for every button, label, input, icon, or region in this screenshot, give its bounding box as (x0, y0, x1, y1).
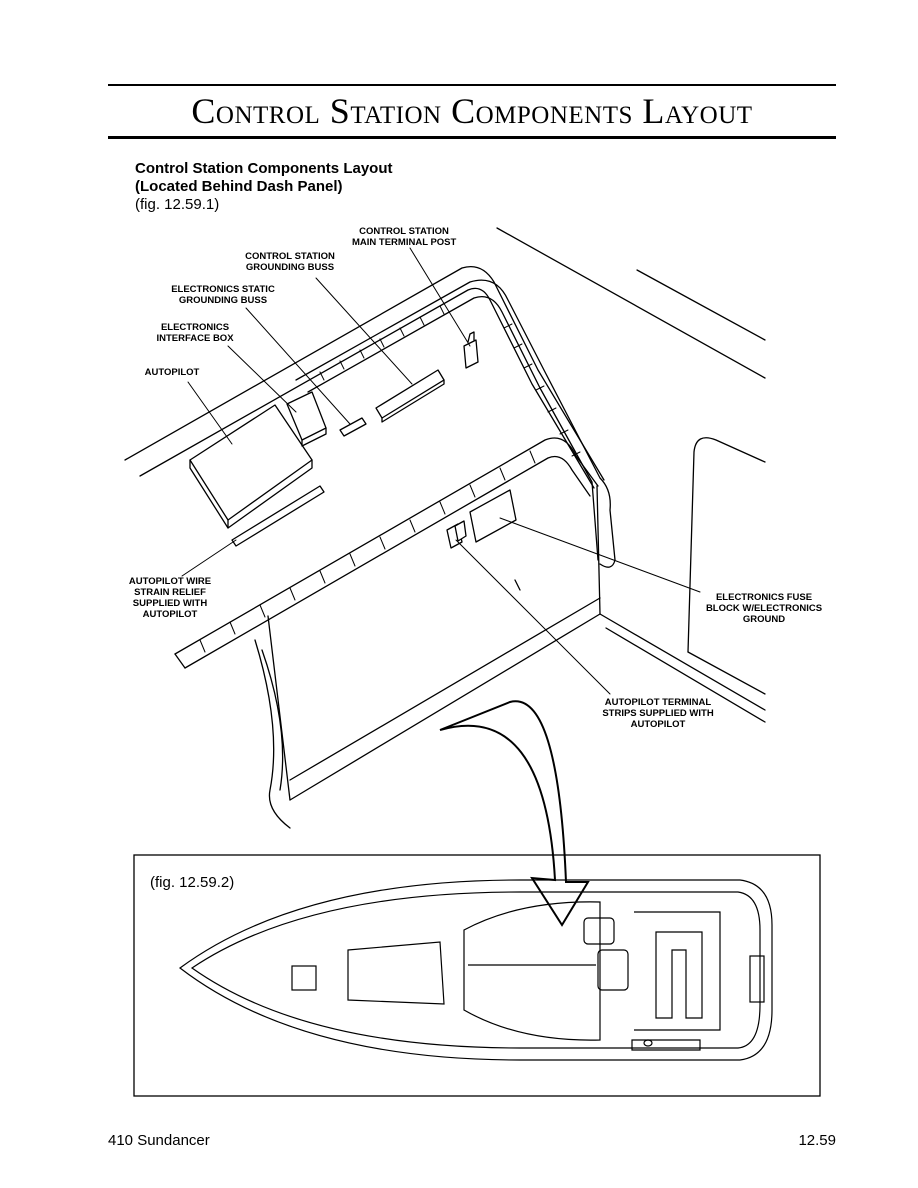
forward-hatch (347, 941, 445, 1005)
hull-line-1 (496, 227, 766, 379)
page-title: Control Station Components Layout (191, 91, 753, 131)
anchor-hatch (291, 965, 317, 991)
grounding-buss (375, 369, 445, 419)
panel-right-edge (596, 485, 601, 615)
label-line: STRAIN RELIEF (134, 587, 206, 598)
upper-rail-rivets (319, 305, 581, 457)
label-line: CONTROL STATION (245, 251, 335, 262)
label-line: ELECTRONICS FUSE (715, 592, 813, 603)
helm-left-contour (254, 639, 291, 829)
panel-left-edge (267, 615, 291, 801)
terminal-strip-2 (454, 520, 467, 542)
lower-rail-end (174, 653, 186, 669)
companion-seat (597, 949, 629, 991)
autopilot-unit-front (189, 459, 229, 529)
inset-fig-number: (fig. 12.59.2) (150, 874, 235, 891)
caption-line-1: Control Station Components Layout (135, 160, 393, 177)
caption-line-2: (Located Behind Dash Panel) (135, 178, 343, 195)
label-interface-box: ELECTRONICS INTERFACE BOX (150, 322, 240, 344)
dash-trim-rail-inner (307, 295, 599, 561)
helm-seat (583, 917, 615, 945)
label-line: INTERFACE BOX (156, 333, 234, 344)
boat-top-view (178, 879, 773, 1061)
label-line: AUTOPILOT (630, 719, 686, 730)
label-line: SUPPLIED WITH (132, 598, 208, 609)
transom-walkway (631, 1039, 701, 1051)
label-line: AUTOPILOT (144, 367, 200, 378)
fuse-block (469, 489, 517, 543)
footer-page-number: 12.59 (798, 1132, 836, 1149)
helm-left-contour-2 (261, 649, 284, 791)
main-terminal-post (463, 339, 479, 369)
label-line: GROUND (742, 614, 786, 625)
header-top-rule (108, 84, 836, 86)
label-line: STRIPS SUPPLIED WITH (602, 708, 714, 719)
label-line: AUTOPILOT TERMINAL (604, 697, 712, 708)
label-strain-relief: AUTOPILOT WIRE STRAIN RELIEF SUPPLIED WI… (124, 576, 216, 620)
label-line: AUTOPILOT (142, 609, 198, 620)
label-line: BLOCK W/ELECTRONICS (705, 603, 823, 614)
panel-detail (514, 579, 521, 591)
dash-trim-rail (295, 279, 616, 568)
hull-outline (178, 879, 773, 1061)
label-line: GROUNDING BUSS (178, 295, 268, 306)
cockpit-seating (634, 911, 721, 1031)
label-grounding-buss: CONTROL STATION GROUNDING BUSS (238, 251, 342, 273)
label-terminal-strips: AUTOPILOT TERMINAL STRIPS SUPPLIED WITH … (596, 697, 720, 730)
console-line-2 (605, 627, 766, 723)
leader-lines (181, 247, 701, 695)
header-bottom-rule (108, 136, 836, 139)
dash-upper-inner (139, 287, 595, 489)
label-line: ELECTRONICS (160, 322, 230, 333)
figure-caption: Control Station Components Layout (Locat… (135, 160, 392, 214)
hull-line-2 (636, 269, 766, 341)
terminal-stud (467, 331, 475, 343)
label-line: ELECTRONICS STATIC (171, 284, 275, 295)
lower-rail-rivets (199, 450, 536, 653)
autopilot-unit-side (227, 459, 313, 529)
caption-fig-number: (fig. 12.59.1) (135, 196, 220, 213)
label-static-buss: ELECTRONICS STATIC GROUNDING BUSS (168, 284, 278, 306)
hull-inner (190, 891, 761, 1049)
label-line: GROUNDING BUSS (245, 262, 335, 273)
windscreen (463, 901, 601, 1041)
windscreen-frame (687, 437, 766, 653)
wire-strain-relief (231, 485, 325, 547)
panel-bottom-edge (289, 613, 601, 801)
interface-box-side (301, 427, 327, 447)
lower-rail-top (174, 437, 599, 655)
label-fuse-block: ELECTRONICS FUSE BLOCK W/ELECTRONICS GRO… (700, 592, 828, 625)
label-line: MAIN TERMINAL POST (352, 237, 457, 248)
label-main-terminal-post: CONTROL STATION MAIN TERMINAL POST (352, 226, 456, 248)
fuel-fill (643, 1039, 653, 1047)
swim-platform (749, 955, 765, 1003)
label-autopilot: AUTOPILOT (142, 367, 202, 378)
panel-bottom-lip (289, 597, 601, 781)
zoom-arrow (439, 700, 590, 927)
dash-upper-outer (124, 265, 605, 481)
footer-model: 410 Sundancer (108, 1132, 210, 1149)
static-grounding-buss (339, 417, 367, 437)
label-line: AUTOPILOT WIRE (128, 576, 212, 587)
lower-rail-bottom (184, 455, 591, 669)
grounding-buss-side (381, 379, 445, 423)
windscreen-bottom (687, 651, 766, 695)
console-line (599, 613, 766, 711)
cockpit-table (655, 931, 703, 1019)
label-line: CONTROL STATION (359, 226, 449, 237)
inset-frame (133, 854, 821, 1097)
